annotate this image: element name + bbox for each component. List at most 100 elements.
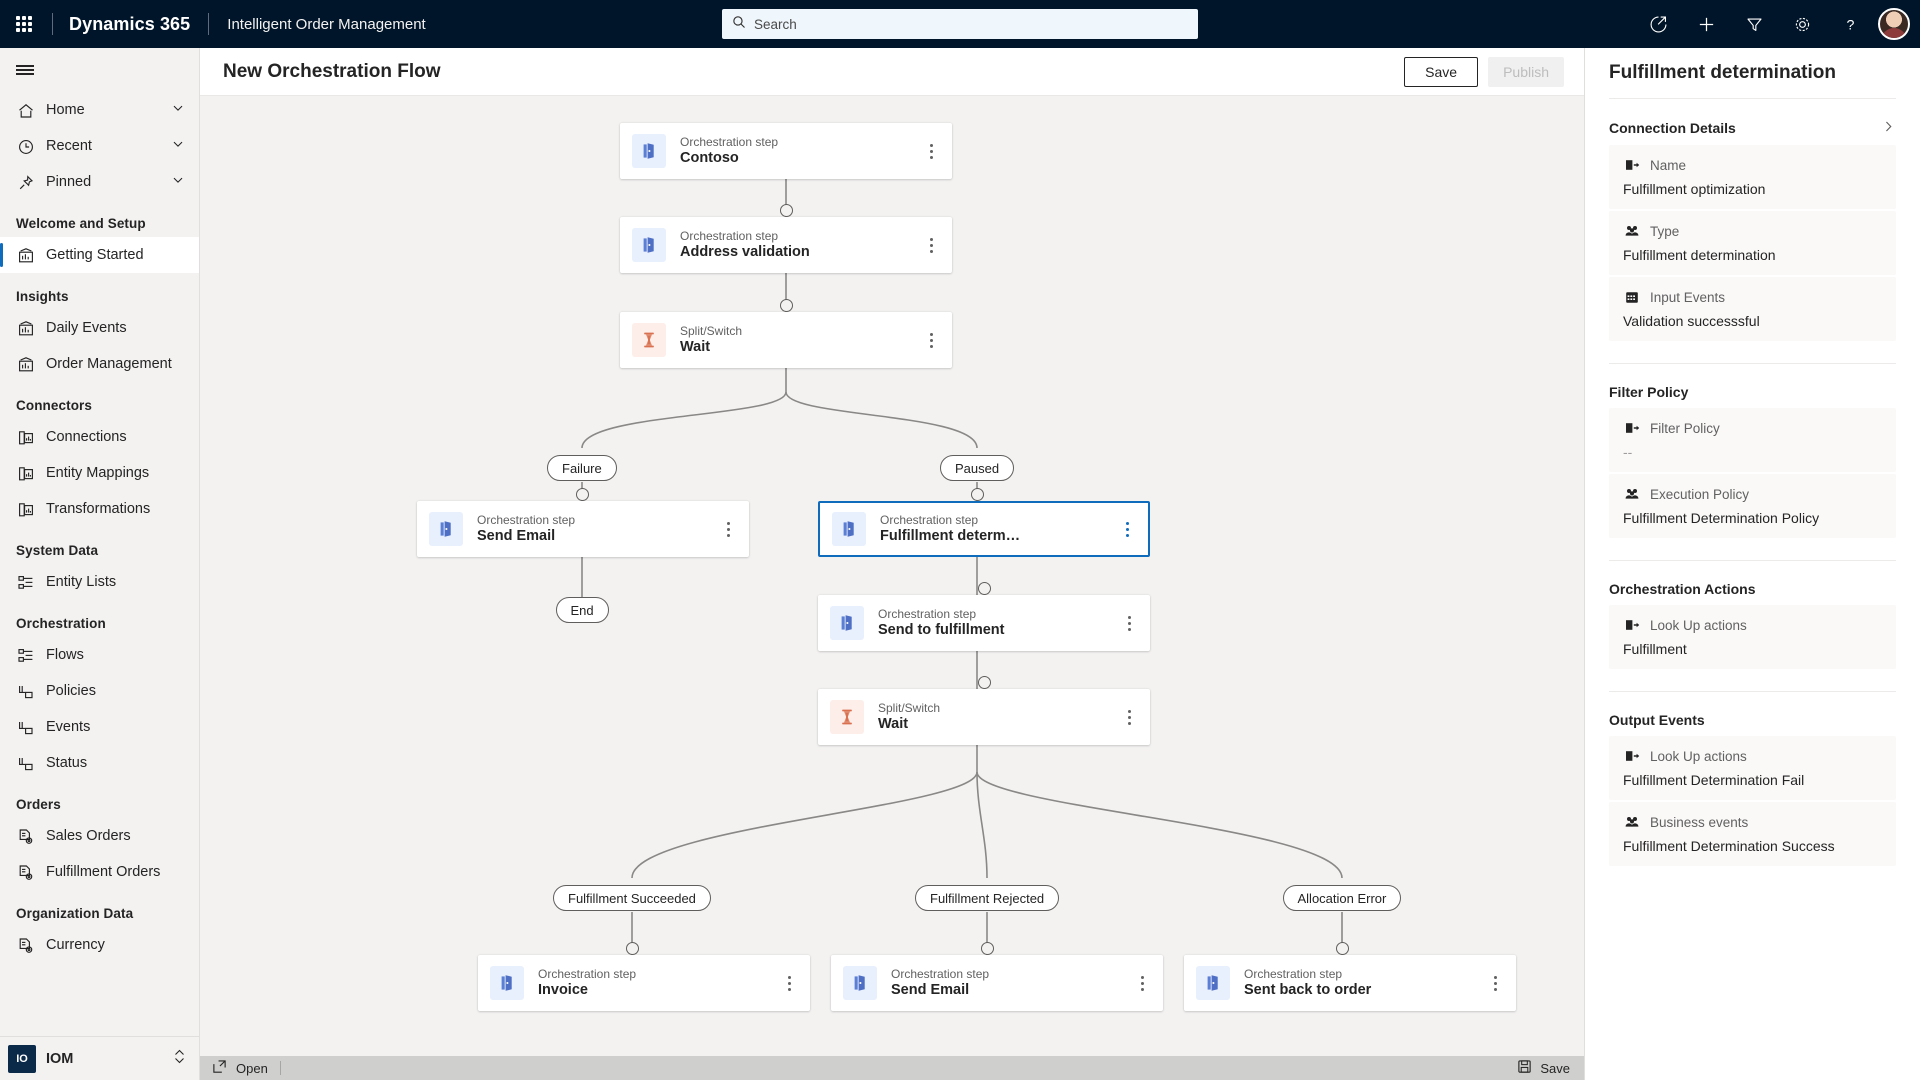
sidebar-item-connections[interactable]: Connections <box>0 419 199 455</box>
help-icon[interactable]: ? <box>1826 0 1874 48</box>
sidebar-item-pinned[interactable]: Pinned <box>0 164 199 200</box>
sidebar-item-policies[interactable]: Policies <box>0 673 199 709</box>
sidebar-item-entity-mappings[interactable]: Entity Mappings <box>0 455 199 491</box>
more-options-icon[interactable] <box>1118 702 1140 732</box>
save-button[interactable]: Save <box>1404 56 1479 87</box>
section-header: Connection Details <box>1585 99 1920 145</box>
section-title: Output Events <box>1609 712 1705 728</box>
sidebar-item-getting-started[interactable]: Getting Started <box>0 237 199 273</box>
app-name-label[interactable]: Intelligent Order Management <box>227 15 426 33</box>
sidebar-item-sales-orders[interactable]: Sales Orders <box>0 818 199 854</box>
connector-dot[interactable] <box>970 488 984 501</box>
more-options-icon[interactable] <box>1116 514 1138 544</box>
sidebar-item-fulfillment-orders[interactable]: Fulfillment Orders <box>0 854 199 890</box>
flow-node-subtitle: Orchestration step <box>477 513 576 527</box>
sidebar-item-flows[interactable]: Flows <box>0 637 199 673</box>
brand-label[interactable]: Dynamics 365 <box>69 13 191 34</box>
flow-node-title: Send Email <box>477 528 556 544</box>
more-options-icon[interactable] <box>1484 968 1506 998</box>
plus-icon[interactable] <box>1682 0 1730 48</box>
branch-pill-end[interactable]: End <box>555 597 609 623</box>
connector-dot[interactable] <box>977 676 991 689</box>
status-save-button[interactable]: Save <box>1517 1059 1584 1077</box>
sidebar-item-home[interactable]: Home <box>0 92 199 128</box>
sidebar-group-title: Welcome and Setup <box>16 216 146 231</box>
sidebar-item-label: Transformations <box>46 501 151 517</box>
more-options-icon[interactable] <box>920 230 942 260</box>
more-options-icon[interactable] <box>717 514 739 544</box>
branch-pill-frej[interactable]: Fulfillment Rejected <box>915 885 1060 911</box>
sidebar-item-recent[interactable]: Recent <box>0 128 199 164</box>
branch-pill-paused[interactable]: Paused <box>940 455 1015 481</box>
branch-pill-allocerr[interactable]: Allocation Error <box>1282 885 1402 911</box>
connector-dot[interactable] <box>779 299 793 312</box>
more-options-icon[interactable] <box>920 325 942 355</box>
detail-card-value: Fulfillment optimization <box>1623 181 1766 197</box>
filter-icon[interactable] <box>1730 0 1778 48</box>
chevron-down-icon[interactable] <box>171 173 185 191</box>
sidebar-item-events[interactable]: Events <box>0 709 199 745</box>
chevron-down-icon[interactable] <box>171 137 185 155</box>
more-options-icon[interactable] <box>1131 968 1153 998</box>
sidebar-item-label: Pinned <box>46 174 92 190</box>
details-panel: Fulfillment determination Connection Det… <box>1584 48 1920 1080</box>
flow-icon <box>16 682 34 700</box>
gear-icon[interactable] <box>1778 0 1826 48</box>
trial-arrow-icon[interactable] <box>1634 0 1682 48</box>
updown-chevron-icon[interactable] <box>173 1048 186 1070</box>
orchestration-step-icon <box>843 966 877 1000</box>
open-button[interactable]: Open <box>200 1056 280 1080</box>
branch-pill-failure[interactable]: Failure <box>547 455 617 481</box>
chevron-right-icon[interactable] <box>1881 119 1896 137</box>
connector-dot[interactable] <box>625 942 639 955</box>
connector-dot[interactable] <box>977 582 991 595</box>
connector-dot[interactable] <box>575 488 589 501</box>
more-options-icon[interactable] <box>778 968 800 998</box>
waffle-icon[interactable] <box>0 0 48 48</box>
section-title: Connection Details <box>1609 120 1736 136</box>
sidebar-item-entity-lists[interactable]: Entity Lists <box>0 564 199 600</box>
sidebar-item-status[interactable]: Status <box>0 745 199 781</box>
flow-node-title: Invoice <box>538 982 588 998</box>
more-options-icon[interactable] <box>920 136 942 166</box>
home-icon <box>16 101 34 119</box>
more-options-icon[interactable] <box>1118 608 1140 638</box>
hamburger-icon[interactable] <box>0 48 199 92</box>
doc-gear-icon <box>16 936 34 954</box>
doc-gear-icon <box>16 863 34 881</box>
detail-card-label: Type <box>1650 223 1680 239</box>
hierarchy-icon <box>16 573 34 591</box>
connector-dot[interactable] <box>779 204 793 217</box>
sidebar-item-transformations[interactable]: Transformations <box>0 491 199 527</box>
branch-pill-fsucc[interactable]: Fulfillment Succeeded <box>553 885 711 911</box>
sidebar-item-daily-events[interactable]: Daily Events <box>0 310 199 346</box>
sidebar-item-currency[interactable]: Currency <box>0 927 199 963</box>
avatar[interactable] <box>1878 8 1910 40</box>
detail-card[interactable]: Filter Policy-- <box>1609 408 1896 472</box>
search-input[interactable]: Search <box>722 9 1198 39</box>
chevron-down-icon[interactable] <box>171 101 185 119</box>
sidebar-item-order-management[interactable]: Order Management <box>0 346 199 382</box>
orchestration-step-icon <box>429 512 463 546</box>
area-switcher[interactable]: IO IOM <box>0 1036 199 1080</box>
connector-dot[interactable] <box>980 942 994 955</box>
connector-dot[interactable] <box>1335 942 1349 955</box>
